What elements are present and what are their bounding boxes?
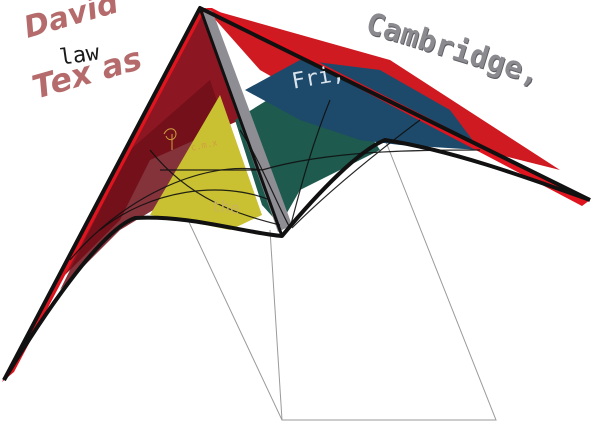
bridle-lines [187, 141, 497, 421]
label-the: the [210, 196, 241, 218]
sketch-mark [163, 128, 177, 150]
frame-details [69, 99, 481, 261]
left-dark-panel [60, 80, 230, 290]
kite-frame [2, 6, 591, 382]
kite-spine [200, 10, 292, 232]
blue-panel [245, 60, 480, 150]
yellow-panel [150, 95, 262, 230]
